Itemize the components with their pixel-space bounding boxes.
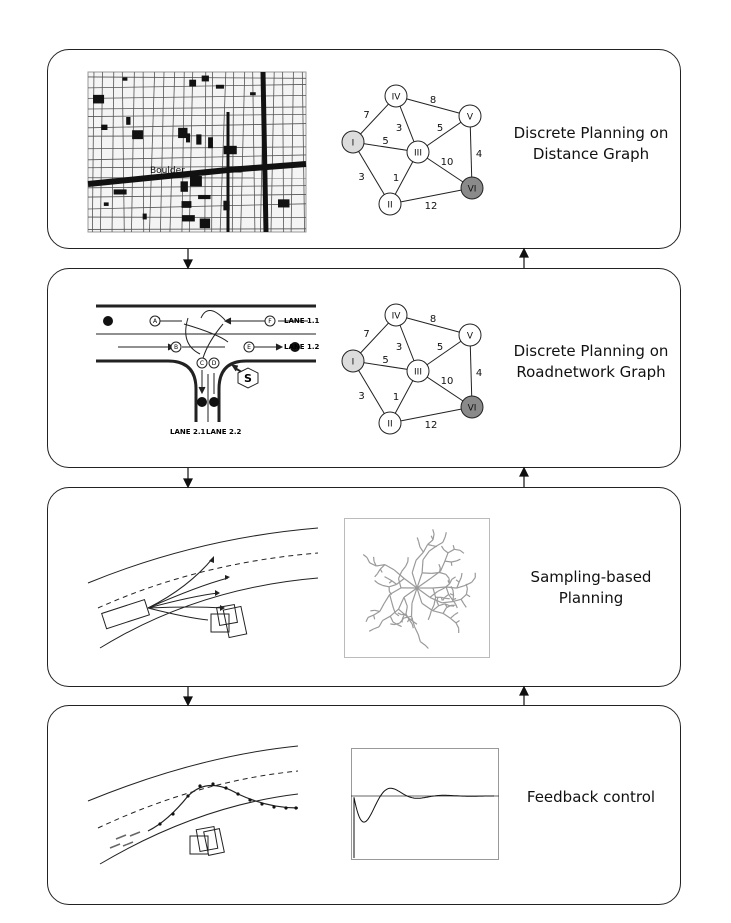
edge-weight-label: 8 <box>430 95 436 106</box>
label-line: Discrete Planning on <box>513 124 669 142</box>
edge-weight-label: 3 <box>396 342 402 353</box>
rrt-tree-image <box>344 518 490 658</box>
point-A: A <box>153 318 158 325</box>
label-line: Discrete Planning on <box>513 342 669 360</box>
lane-label: LANE 2.2 <box>206 428 241 436</box>
arrow-down <box>183 696 193 707</box>
label-sampling-planning: Sampling-based Planning <box>501 567 681 609</box>
arrow-up <box>519 466 529 477</box>
graph-edge <box>352 360 391 424</box>
graph-node <box>406 359 430 383</box>
graph-node <box>384 84 408 108</box>
edge-weight-label: 3 <box>358 391 364 402</box>
graph-edge <box>395 314 471 336</box>
edge-weight-label: 5 <box>437 342 443 353</box>
edge-weight-label: 7 <box>363 110 369 121</box>
graph-node-label: IV <box>392 93 402 103</box>
label-line: Roadnetwork Graph <box>516 363 666 381</box>
lane-label: LANE 1.2 <box>284 343 319 351</box>
graph-node-label: III <box>414 368 422 378</box>
point-E: E <box>247 344 251 351</box>
label-line: Distance Graph <box>532 145 650 163</box>
panel-roadnetwork-graph: A B C D E F S LANE 1.1 LANE 1.2 LANE 2.1… <box>47 268 681 468</box>
map-city-label: Boulder <box>150 166 185 176</box>
street-map-image: Boulder <box>87 71 307 233</box>
graph-node <box>458 104 482 128</box>
point-F: F <box>268 318 272 325</box>
graph-node-label: VI <box>468 404 477 414</box>
graph-node-label: V <box>467 332 474 342</box>
graph-node <box>341 349 365 373</box>
label-roadnetwork-graph: Discrete Planning on Roadnetwork Graph <box>501 341 681 383</box>
arrow-down <box>183 259 193 270</box>
lane-label: LANE 2.1 <box>170 428 205 436</box>
graph-edge <box>389 187 473 205</box>
arrow-down <box>183 478 193 489</box>
edge-weight-label: 4 <box>476 368 482 379</box>
edge-weight-label: 4 <box>476 149 482 160</box>
graph-node-label: VI <box>468 185 477 195</box>
edge-weight-label: 7 <box>363 329 369 340</box>
graph-node <box>378 411 402 435</box>
edge-weight-label: 5 <box>437 123 443 134</box>
road-intersection-diagram: A B C D E F S LANE 1.1 LANE 1.2 LANE 2.1… <box>96 304 319 436</box>
label-distance-graph: Discrete Planning on Distance Graph <box>501 123 681 165</box>
label-line: Planning <box>558 589 624 607</box>
graph-edge <box>395 95 471 117</box>
edge-weight-label: 3 <box>358 172 364 183</box>
point-C: C <box>200 360 204 367</box>
graph-node <box>406 140 430 164</box>
graph-node-label: II <box>387 420 392 430</box>
panel-sampling-planning: Sampling-based Planning <box>47 487 681 687</box>
graph-edge <box>389 406 473 424</box>
graph-node <box>460 176 484 200</box>
graph-node <box>460 395 484 419</box>
arrow-up <box>519 247 529 258</box>
edge-weight-label: 5 <box>382 136 388 147</box>
edge-weight-label: 5 <box>382 355 388 366</box>
label-line: Sampling-based <box>530 568 652 586</box>
graph-node-label: V <box>467 113 474 123</box>
lane-label: LANE 1.1 <box>284 317 319 325</box>
graph-node <box>384 303 408 327</box>
edge-weight-label: 12 <box>425 201 438 212</box>
graph-node-label: I <box>352 358 355 368</box>
graph-node-label: II <box>387 201 392 211</box>
step-response-plot <box>351 748 499 860</box>
graph-node-label: IV <box>392 312 402 322</box>
point-D: D <box>212 360 217 367</box>
label-feedback-control: Feedback control <box>501 787 681 808</box>
graph-node <box>341 130 365 154</box>
graph-node <box>378 192 402 216</box>
edge-weight-label: 3 <box>396 123 402 134</box>
edge-weight-label: 1 <box>393 392 399 403</box>
edge-weight-label: 10 <box>441 157 454 168</box>
edge-weight-label: 8 <box>430 314 436 325</box>
graph-node <box>458 323 482 347</box>
graph-node-label: I <box>352 139 355 149</box>
tracking-trajectory-diagram <box>87 745 299 865</box>
graph-edge <box>469 334 473 408</box>
point-B: B <box>174 344 178 351</box>
graph-edge <box>469 115 473 189</box>
panel-feedback-control: Feedback control <box>47 705 681 905</box>
edge-weight-label: 12 <box>425 420 438 431</box>
edge-weight-label: 1 <box>393 173 399 184</box>
graph-edge <box>352 141 391 205</box>
edge-weight-label: 10 <box>441 376 454 387</box>
sampling-trajectories-diagram <box>87 527 319 649</box>
start-marker: S <box>244 372 252 385</box>
label-line: Feedback control <box>526 788 656 806</box>
graph-node-label: III <box>414 149 422 159</box>
arrow-up <box>519 685 529 696</box>
